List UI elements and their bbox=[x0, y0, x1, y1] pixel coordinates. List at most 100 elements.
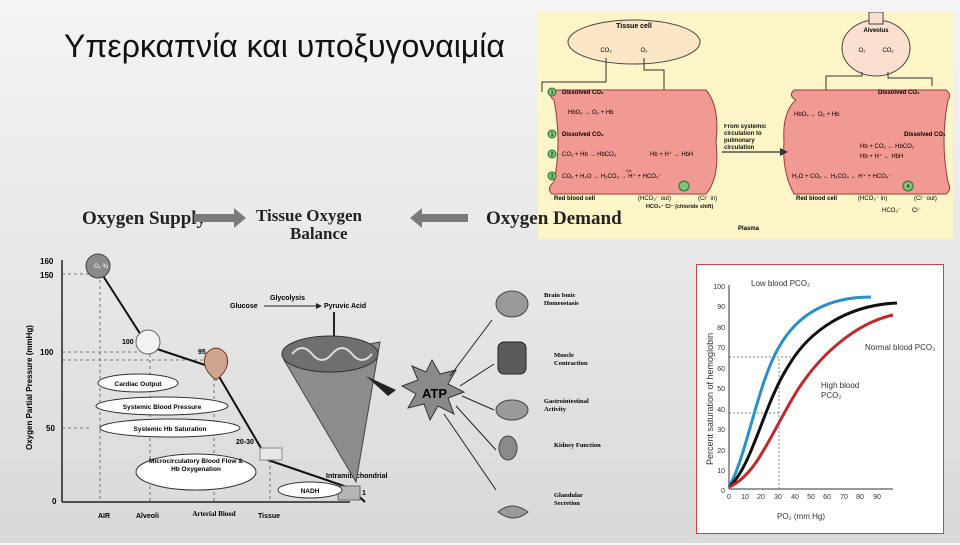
rbc-right-label: Red blood cell bbox=[796, 196, 837, 202]
output-muscle: Muscle Contraction bbox=[554, 352, 588, 367]
tissue-co2-label: CO₂ bbox=[600, 48, 612, 54]
label-normal-pco2: Normal blood PCO₂ bbox=[865, 343, 936, 352]
dxtick-80: 80 bbox=[856, 494, 864, 501]
alveolus-o2-label: O₂ bbox=[859, 48, 867, 54]
right-reaction-1: HbO₂ ← O₂ + Hb bbox=[794, 112, 840, 118]
alveolus-label: Alveolus bbox=[863, 28, 889, 34]
dxtick-70: 70 bbox=[840, 494, 848, 501]
left-reaction-4: CO₂ + H₂O → H₂CO₃ → H⁺ + HCO₃⁻ bbox=[562, 173, 662, 180]
ytick-160: 160 bbox=[40, 257, 54, 266]
box-systemic-bp: Systemic Blood Pressure bbox=[123, 404, 202, 411]
label-high-pco2: High blood PCO₂ bbox=[821, 381, 860, 400]
hco3-out-label: (HCO₃⁻ out) bbox=[638, 196, 671, 202]
box-hb-saturation: Systemic Hb Saturation bbox=[134, 426, 207, 433]
num-1-top: 1 bbox=[551, 90, 554, 96]
cl-out-label: (Cl⁻ out) bbox=[914, 196, 937, 202]
point-100: 100 bbox=[122, 339, 134, 346]
curve-low-pco2 bbox=[727, 295, 872, 488]
air-o2-sphere bbox=[85, 253, 111, 279]
dytick-100: 100 bbox=[713, 284, 725, 291]
xtick-air: AIR bbox=[98, 513, 110, 520]
num-3: 3 bbox=[551, 174, 554, 180]
num-1-mid: 1 bbox=[551, 132, 554, 138]
right-reaction-3: Hb + H⁺ ← HbH bbox=[860, 153, 903, 160]
ytick-100: 100 bbox=[40, 348, 54, 357]
right-reaction-2: Hb + CO₂ ← HbCO₂ bbox=[860, 144, 915, 150]
gastrointestinal-icon bbox=[495, 399, 529, 421]
supply-arrow-head-icon bbox=[234, 208, 246, 228]
supply-arrow-icon bbox=[194, 214, 234, 222]
ytick-150: 150 bbox=[40, 271, 54, 280]
rbc-left-label: Red blood cell bbox=[554, 196, 595, 202]
dytick-50: 50 bbox=[717, 386, 725, 393]
curve-normal-pco2 bbox=[727, 301, 898, 489]
num-2: 2 bbox=[551, 152, 554, 158]
balance-heading-2: Balance bbox=[290, 224, 348, 243]
dissociation-chart: Percent saturation of hemoglobin 100 90 … bbox=[696, 264, 944, 534]
dytick-60: 60 bbox=[717, 366, 725, 373]
o2-pct-label: O₂ % bbox=[94, 264, 109, 270]
left-reaction-2: CO₂ + Hb → HbCO₂ bbox=[562, 152, 617, 158]
heart-icon bbox=[203, 347, 229, 381]
gland-icon bbox=[497, 505, 529, 519]
output-gi: Gastrointestinal Activity bbox=[544, 398, 589, 413]
middle-circulation-label: From systemic circulation to pulmonary c… bbox=[724, 124, 767, 151]
dxtick-60: 60 bbox=[823, 494, 831, 501]
dissociation-ylabel: Percent saturation of hemoglobin bbox=[705, 333, 715, 465]
label-low-pco2: Low blood PCO₂ bbox=[751, 279, 811, 288]
oxygen-demand-heading: Oxygen Demand bbox=[486, 208, 622, 229]
dxtick-40: 40 bbox=[791, 494, 799, 501]
dytick-30: 30 bbox=[717, 427, 725, 434]
output-kidney: Kidney Function bbox=[554, 442, 601, 449]
rbc-right-shape bbox=[783, 89, 951, 195]
alveolus-co2-label: CO₂ bbox=[882, 48, 894, 54]
point-95: 95 bbox=[198, 349, 206, 356]
num-4: 4 bbox=[907, 184, 910, 190]
chloride-shift-label: HCO₃⁻ Cl⁻ (chloride shift) bbox=[646, 204, 714, 210]
oxygen-supply-heading: Oxygen Supply bbox=[82, 208, 207, 229]
output-gland: Glandular Secretion bbox=[554, 492, 583, 507]
glucose-label: Glucose bbox=[230, 303, 258, 310]
curve-high-pco2 bbox=[728, 313, 894, 489]
co2-transport-diagram: Tissue cell CO₂ O₂ Alveolus O₂ CO₂ 1 Dis… bbox=[538, 11, 953, 239]
dytick-20: 20 bbox=[717, 448, 725, 455]
pyruvic-label: Pyruvic Acid bbox=[324, 303, 366, 310]
demand-arrow-head-icon bbox=[410, 208, 422, 228]
left-dissolved-mid: Dissolved CO₂ bbox=[562, 132, 604, 138]
xtick-tissue: Tissue bbox=[258, 513, 280, 520]
cascade-y-axis-label: Oxygen Partial Pressure (mmHg) bbox=[25, 325, 34, 450]
tissue-o2-label: O₂ bbox=[641, 48, 649, 54]
chloride-shift-marker-right bbox=[902, 180, 914, 192]
point-1: 1 bbox=[362, 490, 366, 497]
right-reaction-4: H₂O + CO₂ ← H₂CO₃ ← H⁺ + HCO₃⁻ bbox=[792, 173, 892, 180]
dxtick-20: 20 bbox=[757, 494, 765, 501]
dissociation-xlabel: PO₂ (mm Hg) bbox=[777, 512, 825, 521]
dytick-0: 0 bbox=[721, 488, 725, 495]
box-microcirculatory: Microcirculatory Blood Flow & Hb Oxygena… bbox=[149, 458, 243, 473]
left-reaction-3: Hb + H⁺ → HbH bbox=[650, 151, 693, 158]
ca-label: CA bbox=[626, 168, 632, 173]
muscle-icon bbox=[497, 341, 527, 375]
dxtick-90: 90 bbox=[873, 494, 881, 501]
dytick-80: 80 bbox=[717, 325, 725, 332]
dytick-90: 90 bbox=[717, 304, 725, 311]
dxtick-0: 0 bbox=[727, 494, 731, 501]
xtick-arterial-blood: Arterial Blood bbox=[192, 510, 236, 518]
brain-icon bbox=[495, 290, 529, 318]
right-dissolved-top: Dissolved CO₂ bbox=[878, 90, 920, 96]
left-reaction-1: HbO₂ → O₂ + Hb bbox=[568, 110, 614, 116]
tissue-cell-label: Tissue cell bbox=[616, 23, 652, 30]
tissue-icon bbox=[259, 447, 283, 461]
balance-heading-1: Tissue Oxygen bbox=[256, 206, 362, 225]
dytick-70: 70 bbox=[717, 345, 725, 352]
oxygen-cascade-diagram: Oxygen Partial Pressure (mmHg) 160 150 1… bbox=[20, 250, 610, 540]
cl-bottom-label: Cl⁻ bbox=[912, 208, 921, 214]
box-nadh: NADH bbox=[301, 488, 320, 495]
hco3-bottom-label: HCO₃⁻ bbox=[882, 208, 901, 214]
atp-star bbox=[400, 358, 466, 422]
ytick-50: 50 bbox=[46, 424, 55, 433]
chloride-shift-marker-left bbox=[678, 180, 690, 192]
point-20-30: 20-30 bbox=[236, 439, 254, 446]
xtick-alveoli: Alveoli bbox=[136, 513, 159, 520]
atp-label: ATP bbox=[422, 386, 447, 401]
